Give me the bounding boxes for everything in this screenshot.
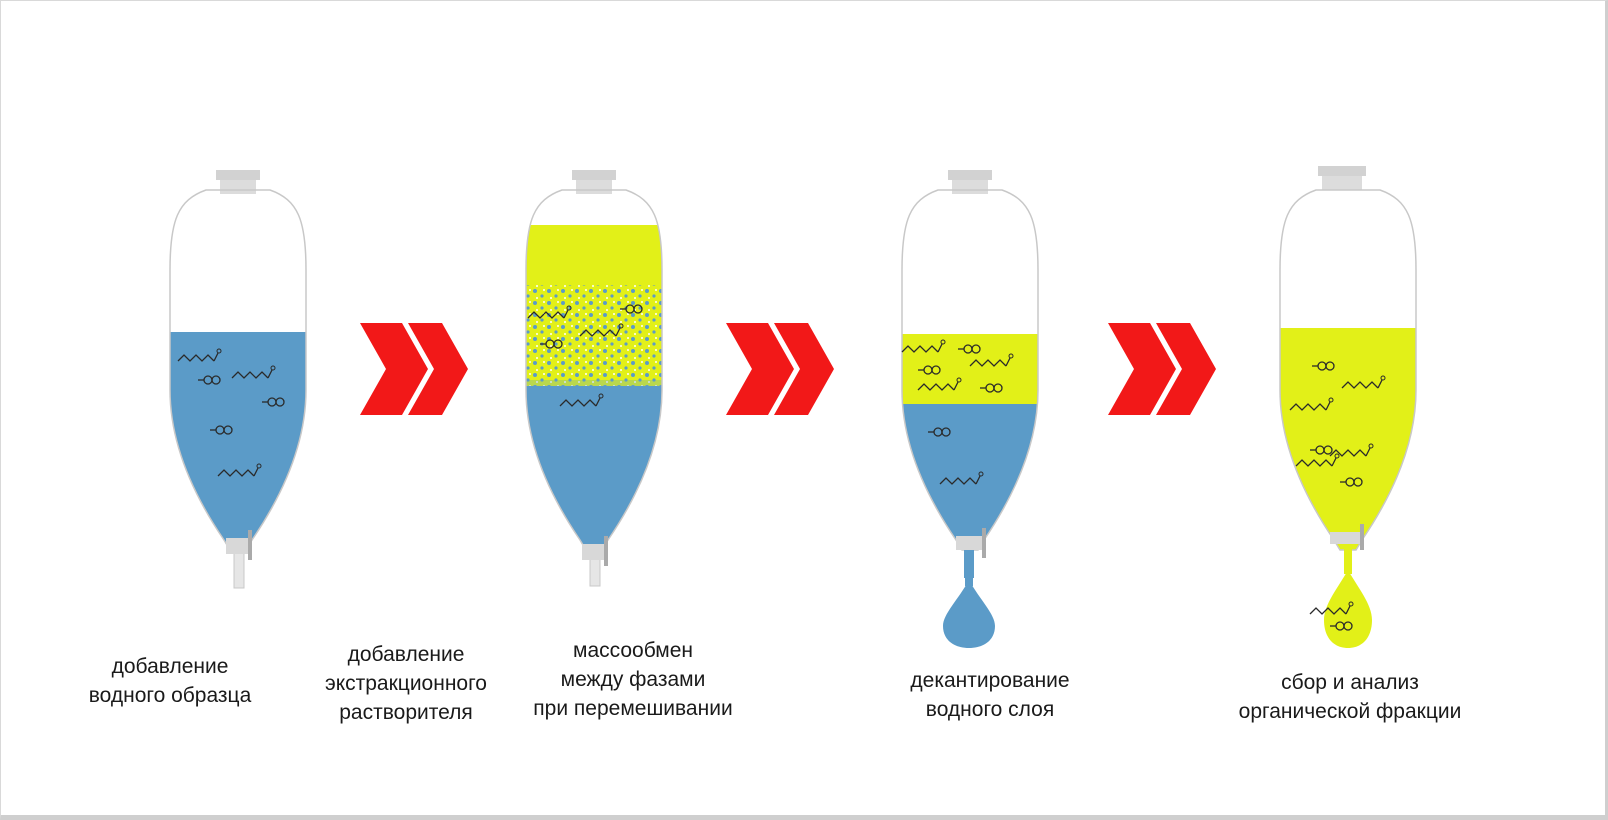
caption-line: массообмен <box>573 639 693 662</box>
caption-line: водного слоя <box>925 698 1055 721</box>
caption-line: при перемешивании <box>533 697 733 720</box>
caption-line: экстракционного <box>325 672 487 695</box>
step-caption-4: декантирование водного слоя <box>880 666 1100 724</box>
caption-line: декантирование <box>910 669 1070 692</box>
step-caption-2: добавление экстракционного растворителя <box>296 640 516 727</box>
separatory-funnel-icon <box>1279 166 1417 648</box>
caption-line: органической фракции <box>1238 700 1462 723</box>
step-caption-5: сбор и анализ органической фракции <box>1214 668 1486 726</box>
double-chevron-arrow-icon <box>726 323 834 415</box>
step-caption-3: массообмен между фазами при перемешивани… <box>508 636 758 723</box>
caption-line: водного образца <box>88 684 252 707</box>
caption-line: добавление <box>111 655 229 678</box>
double-chevron-arrow-icon <box>1108 323 1216 415</box>
caption-line: растворителя <box>339 701 473 724</box>
droplet-icon <box>943 580 995 648</box>
double-chevron-arrow-icon <box>360 323 468 415</box>
caption-line: сбор и анализ <box>1281 671 1419 694</box>
separatory-funnel-icon <box>525 170 663 587</box>
caption-line: добавление <box>347 643 465 666</box>
separatory-funnel-icon <box>169 170 307 589</box>
separatory-funnel-icon <box>901 170 1039 648</box>
step-caption-1: добавление водного образца <box>70 652 270 710</box>
caption-line: между фазами <box>560 668 706 691</box>
